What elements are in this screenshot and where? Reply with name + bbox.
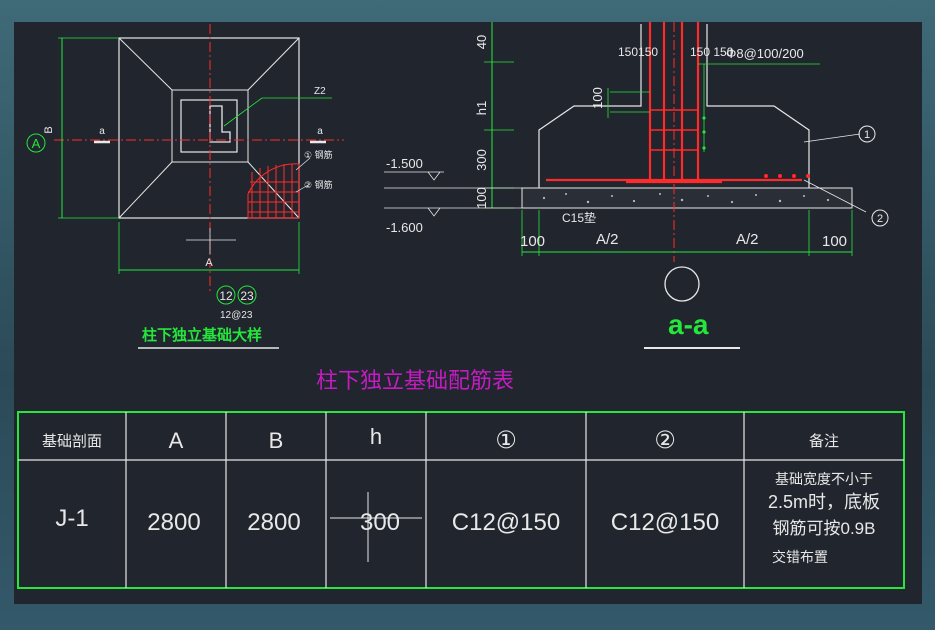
stirrup-spec: Φ8@100/200	[726, 46, 804, 61]
dim-100-lap: 100	[590, 87, 605, 109]
section-mark-left: a	[99, 126, 105, 137]
foundation-plan: A B A a a Z2 ① 钢筋 ② 钢筋 12 23 12@23 柱下独立基…	[26, 24, 344, 349]
cell-b: 2800	[247, 509, 300, 536]
dim-100-bottom: 100	[474, 187, 489, 209]
cell-section: J-1	[55, 505, 88, 532]
bottom-dim-100-right: 100	[822, 233, 847, 250]
rebar-quadrant	[247, 163, 300, 219]
section-mark-2: 2	[877, 213, 883, 225]
elevation-top: -1.500	[386, 156, 423, 171]
column-label: Z2	[314, 86, 326, 97]
cell-rebar-1: C12@150	[452, 509, 560, 536]
cad-viewport: A B A a a Z2 ① 钢筋 ② 钢筋 12 23 12@23 柱下独立基…	[14, 22, 922, 604]
cell-a: 2800	[147, 509, 200, 536]
header-a: A	[169, 428, 184, 453]
bottom-dim-a2-left: A/2	[596, 231, 619, 248]
cell-h: 300	[360, 509, 400, 536]
elevation-bottom: -1.600	[386, 220, 423, 235]
dim-h1: h1	[474, 101, 489, 115]
cell-rebar-2: C12@150	[611, 509, 719, 536]
section-mark-right: a	[317, 126, 323, 137]
plan-callout-2: ② 钢筋	[304, 179, 333, 190]
blinding-label: C15垫	[562, 210, 596, 225]
header-section: 基础剖面	[42, 433, 102, 450]
bar-bubble-12: 12	[219, 289, 233, 303]
header-h: h	[370, 424, 382, 449]
note-line-4: 交错布置	[772, 549, 828, 565]
plan-callout-1: ① 钢筋	[304, 149, 333, 160]
note-line-1: 基础宽度不小于	[775, 471, 873, 487]
table-title: 柱下独立基础配筋表	[316, 368, 514, 393]
header-notes: 备注	[809, 433, 839, 450]
plan-title: 柱下独立基础大样	[142, 326, 262, 344]
header-b: B	[269, 428, 284, 453]
bottom-dim-a2-right: A/2	[736, 231, 759, 248]
cad-drawing: A B A a a Z2 ① 钢筋 ② 钢筋 12 23 12@23 柱下独立基…	[17, 22, 905, 589]
dim-label-a: A	[205, 257, 213, 269]
section-title: a-a	[668, 309, 709, 340]
dim-150-left: 150150	[618, 45, 658, 59]
section-view: 40 h1 300 100 100 150150 150 150 Φ8@100/…	[384, 22, 889, 349]
bar-spec: 12@23	[220, 310, 253, 321]
header-rebar-1: ①	[495, 427, 517, 454]
note-line-2: 2.5m时，底板	[768, 492, 880, 512]
note-line-3: 钢筋可按0.9B	[773, 519, 876, 538]
dim-150-right: 150 150	[690, 45, 734, 59]
header-rebar-2: ②	[654, 427, 676, 454]
dim-40: 40	[474, 35, 489, 49]
dim-label-b: B	[43, 126, 55, 133]
dim-300: 300	[474, 149, 489, 171]
reinforcement-table: 基础剖面 A B h ① ② 备注 J-1 2800 2800 300 C12@…	[17, 411, 905, 589]
section-mark-1: 1	[864, 129, 870, 141]
grid-bubble-label: A	[32, 136, 41, 151]
bottom-dim-100-left: 100	[520, 233, 545, 250]
bar-bubble-23: 23	[240, 289, 254, 303]
